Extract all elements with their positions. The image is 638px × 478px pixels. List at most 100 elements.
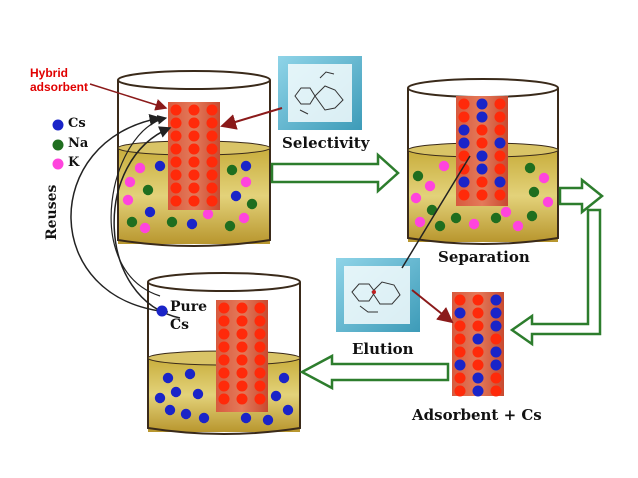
k-ion [124, 176, 136, 188]
adsorbent-site [170, 104, 182, 116]
adsorbent-site [236, 341, 248, 353]
adsorbent-site [236, 380, 248, 392]
cs-ion [490, 359, 502, 371]
cs-ion [240, 160, 252, 172]
pure-cs-dot [156, 305, 168, 317]
k-ion [468, 218, 480, 230]
adsorbent-site [218, 302, 230, 314]
arrow-elution [411, 289, 454, 324]
adsorbent-site [476, 137, 488, 149]
cs-ion [472, 372, 484, 384]
adsorbent-cs-label: Adsorbent + Cs [412, 406, 542, 424]
adsorbent-site [218, 341, 230, 353]
cs-ion [144, 206, 156, 218]
adsorbent-site [454, 294, 466, 306]
k-ion [139, 222, 151, 234]
cs-ion [278, 372, 290, 384]
adsorbent-site [494, 189, 506, 201]
cs-ion [490, 346, 502, 358]
adsorbent-site [236, 354, 248, 366]
adsorbent-site [458, 189, 470, 201]
adsorbent-site [206, 130, 218, 142]
adsorbent-site [188, 130, 200, 142]
hybrid-adsorbent-label: Hybrid adsorbent [30, 66, 89, 94]
k-ion [238, 212, 250, 224]
adsorbent-site [458, 111, 470, 123]
adsorbent-sites [170, 98, 506, 405]
cs-ion [240, 412, 252, 424]
adsorbent-site [206, 117, 218, 129]
arrow-to-separation-bar [401, 155, 471, 269]
cs-ion [494, 176, 506, 188]
cs-ion [494, 137, 506, 149]
adsorbent-site [236, 367, 248, 379]
legend-na-label: Na [68, 136, 89, 151]
adsorbent-site [494, 98, 506, 110]
adsorbent-site [170, 182, 182, 194]
cs-ion [154, 160, 166, 172]
adsorbent-site [472, 294, 484, 306]
k-ion [538, 172, 550, 184]
na-ion [434, 220, 446, 232]
adsorbent-site [218, 328, 230, 340]
adsorbent-site [490, 385, 502, 397]
adsorbent-site [494, 163, 506, 175]
cs-ion [454, 359, 466, 371]
adsorbent-site [472, 320, 484, 332]
cs-ion [154, 392, 166, 404]
k-ion [542, 196, 554, 208]
adsorbent-site [236, 328, 248, 340]
na-ion [528, 186, 540, 198]
separation-label: Separation [438, 248, 530, 266]
k-ion [240, 176, 252, 188]
adsorbent-site [206, 169, 218, 181]
ions-separation [410, 160, 554, 232]
pure-cs-label: Pure Cs [170, 299, 207, 333]
cs-ion [192, 388, 204, 400]
cs-ion [164, 404, 176, 416]
adsorbent-site [170, 169, 182, 181]
molecule-structure-icon [336, 258, 420, 332]
adsorbent-site [188, 182, 200, 194]
adsorbent-site [188, 169, 200, 181]
adsorbent-site [454, 385, 466, 397]
legend-na-dot [52, 139, 64, 151]
adsorbent-site [170, 117, 182, 129]
reuse-arrow-inner [113, 126, 181, 319]
molecule-structure-icon [278, 56, 362, 130]
adsorbent-site [206, 182, 218, 194]
adsorbent-site [218, 393, 230, 405]
adsorbent-site [254, 302, 266, 314]
k-ion [134, 162, 146, 174]
k-ion [122, 194, 134, 206]
legend-cs-dot [52, 119, 64, 131]
cs-ion [262, 414, 274, 426]
na-ion [412, 170, 424, 182]
legend-k-label: K [68, 155, 80, 170]
cs-ion [476, 98, 488, 110]
reuse-arrow-outer [70, 114, 169, 313]
na-ion [224, 220, 236, 232]
adsorbent-site [170, 195, 182, 207]
adsorbent-site [206, 156, 218, 168]
adsorbent-site [472, 307, 484, 319]
k-ion [512, 220, 524, 232]
cs-ion [170, 386, 182, 398]
adsorbent-site [254, 393, 266, 405]
na-ion [142, 184, 154, 196]
flow-arrow-elution-side [509, 177, 605, 347]
adsorbent-site [218, 380, 230, 392]
k-ion [414, 216, 426, 228]
adsorbent-site [454, 320, 466, 332]
adsorbent-site [236, 302, 248, 314]
k-ion [202, 208, 214, 220]
cs-ion [186, 218, 198, 230]
adsorbent-site [472, 346, 484, 358]
adsorbent-site [254, 315, 266, 327]
adsorbent-site [218, 367, 230, 379]
na-ion [226, 164, 238, 176]
ions-feed [122, 160, 258, 234]
legend-k-dot [52, 158, 64, 170]
adsorbent-site [206, 195, 218, 207]
